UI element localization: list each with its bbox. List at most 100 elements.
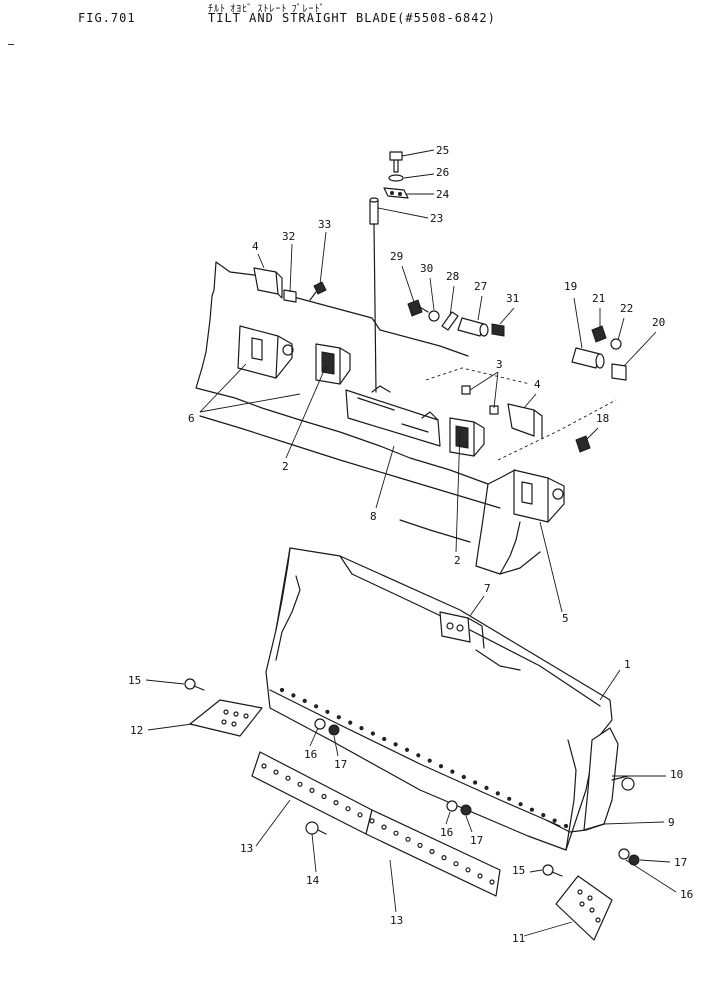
- leader-line: [199, 393, 301, 413]
- part-29-bolt: [407, 299, 429, 317]
- leader-line: [623, 331, 657, 367]
- part-17-nut: [328, 724, 640, 866]
- callout-number: 31: [506, 292, 519, 305]
- leader-line: [145, 679, 185, 685]
- callout-number: 6: [188, 412, 195, 425]
- leader-line: [599, 669, 621, 701]
- edge-hole: [450, 769, 455, 774]
- callout-number: 30: [420, 262, 433, 275]
- leader-line: [445, 811, 451, 825]
- callout-number: 15: [512, 864, 525, 877]
- callout-number: 16: [440, 826, 453, 839]
- leader-line: [389, 859, 397, 913]
- cutting-edge-hole: [441, 854, 447, 861]
- part-30-washer: [428, 310, 440, 322]
- callout-number: 32: [282, 230, 295, 243]
- figure-title: TILT AND STRAIGHT BLADE(#5508-6842): [208, 11, 496, 25]
- callout-number: 9: [668, 816, 675, 829]
- cutting-edge-hole: [417, 842, 423, 849]
- leader-line: [529, 869, 543, 873]
- cutting-edge-hole: [393, 830, 399, 836]
- cutting-edge-hole: [357, 812, 363, 818]
- callout-number: 27: [474, 280, 487, 293]
- part-12-end-bit: [189, 699, 263, 737]
- callout-number: 17: [674, 856, 687, 869]
- edge-hole: [302, 698, 307, 704]
- leader-line: [377, 207, 429, 219]
- leader-line: [469, 595, 485, 617]
- cutting-edge-hole: [429, 848, 435, 855]
- callout-number: 18: [596, 412, 609, 425]
- part-16-washer: [314, 718, 630, 860]
- leader-line: [255, 799, 291, 847]
- part-19-pin: [571, 347, 605, 369]
- cutting-edge-hole: [369, 818, 375, 824]
- part-3-clips: [461, 385, 499, 415]
- leader-line: [375, 445, 395, 509]
- callout-number: 11: [512, 932, 525, 945]
- leader-line: [319, 231, 327, 285]
- cutting-edge-hole: [273, 769, 279, 775]
- part-6-bracket: [237, 325, 294, 379]
- part-31-nut: [491, 323, 505, 337]
- cutting-edge-hole: [261, 763, 267, 769]
- callout-number: 29: [390, 250, 403, 263]
- edge-hole: [404, 747, 410, 752]
- callout-number: 26: [436, 166, 449, 179]
- leader-line: [523, 921, 573, 937]
- callout-number: 20: [652, 316, 665, 329]
- edge-hole: [495, 791, 500, 796]
- edge-hole: [370, 731, 375, 736]
- leader-line: [539, 521, 563, 613]
- cutting-edge-hole: [345, 806, 351, 812]
- edge-hole: [336, 715, 341, 720]
- part-9-plate: [545, 819, 605, 833]
- leader-line: [477, 295, 483, 321]
- part-20-clip: [611, 363, 627, 381]
- edge-hole: [314, 704, 319, 709]
- callout-number: 1: [624, 658, 631, 671]
- part-28-pin: [441, 311, 459, 331]
- leader-line: [523, 393, 537, 409]
- callout-number: 5: [562, 612, 569, 625]
- figure-title-katakana: ﾁﾙﾄ ｵﾖﾋﾞ ｽﾄﾚｰﾄ ﾌﾞﾚｰﾄﾞ: [208, 4, 326, 15]
- edge-hole: [529, 807, 535, 812]
- part-25-bolt: [389, 151, 403, 173]
- leader-line: [403, 173, 435, 179]
- callout-number: 17: [470, 834, 483, 847]
- leader-line: [309, 727, 319, 747]
- callout-number: 17: [334, 758, 347, 771]
- callout-number: 19: [564, 280, 577, 293]
- blade-edge-holes: [279, 687, 569, 829]
- edge-hole: [518, 802, 523, 807]
- edge-hole: [291, 693, 296, 698]
- edge-hole: [438, 764, 444, 769]
- leader-line: [285, 365, 327, 459]
- leader-line: [585, 427, 599, 441]
- margin-mark: [8, 44, 14, 45]
- leader-line: [465, 815, 473, 833]
- part-8-plate: [345, 385, 441, 447]
- leader-line: [257, 253, 265, 269]
- part-10-end-plate: [583, 727, 635, 831]
- callout-number: 24: [436, 188, 450, 201]
- callout-number: 15: [128, 674, 141, 687]
- part-2-bracket-right: [449, 417, 485, 457]
- reference-line: [497, 399, 617, 461]
- leader-line: [625, 859, 677, 893]
- callout-number: 28: [446, 270, 459, 283]
- callout-number: 4: [252, 240, 259, 253]
- edge-hole: [359, 726, 364, 731]
- leader-line: [449, 285, 455, 317]
- cutting-edge-hole: [285, 775, 291, 781]
- callout-number: 8: [370, 510, 377, 523]
- cutting-edge-hole: [477, 873, 483, 879]
- cutting-edge-hole: [333, 799, 339, 806]
- figure-number: FIG.701: [78, 11, 136, 25]
- leader-line: [147, 723, 193, 731]
- cutting-edge-holes: [261, 763, 495, 885]
- part-21-bolt: [591, 325, 607, 343]
- part-5-bracket: [513, 469, 565, 523]
- leader-line: [289, 243, 293, 293]
